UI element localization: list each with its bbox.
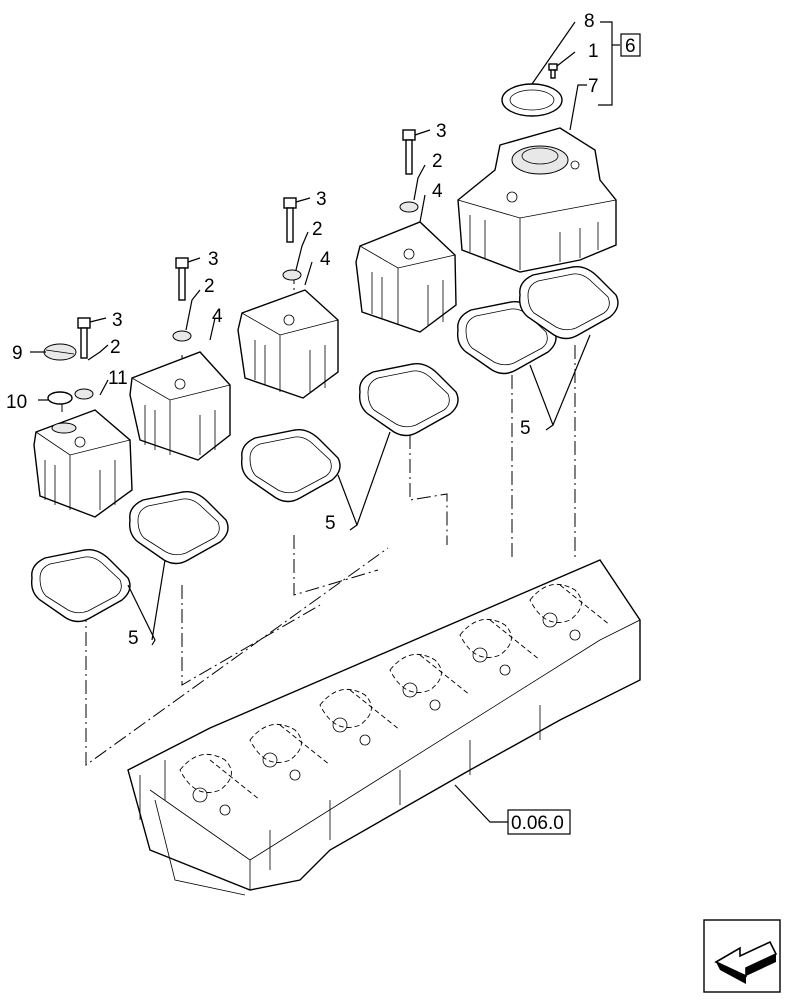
callout-4c: 4 [320,249,331,270]
reference-box[interactable]: 0.06.0 [507,809,571,835]
callout-5c: 5 [520,418,531,439]
gasket-5b [518,266,619,340]
gasket-4 [358,363,459,437]
valve-cover-3 [237,289,339,399]
cylinder-head [127,559,641,896]
callout-3c: 3 [316,189,327,210]
bolt-3 [283,197,297,243]
valve-cover-5-breather [457,127,617,273]
callout-2a: 2 [110,337,121,358]
callouts: 3 2 9 10 11 3 2 4 3 2 4 3 2 4 8 1 7 5 5 … [6,11,599,649]
oil-filler-cap [43,343,77,361]
o-ring [47,391,73,405]
next-page-arrow-icon[interactable] [703,919,781,993]
bolt-1 [77,317,91,359]
valve-cover-4 [355,221,457,333]
callout-2d: 2 [432,151,443,172]
spacer-3 [282,269,302,281]
gasket-2 [128,491,229,565]
bolt-4 [402,129,416,175]
valve-cover-1 [33,409,133,518]
spacer-2 [172,330,192,342]
spacer-1 [74,388,94,400]
callout-1: 1 [588,41,599,62]
callout-9: 9 [12,343,23,364]
callout-2c: 2 [312,219,323,240]
callout-3b: 3 [208,249,219,270]
callout-5a: 5 [128,628,139,649]
spacer-4 [399,201,419,213]
callout-3d: 3 [436,121,447,142]
screw [548,63,558,79]
gasket-3 [240,429,341,503]
callout-8: 8 [584,11,595,32]
callout-3a: 3 [112,310,123,331]
callout-6: 6 [625,36,636,57]
valve-cover-2 [129,351,231,461]
callout-4d: 4 [432,181,443,202]
callout-11: 11 [108,368,128,389]
callout-5b: 5 [325,513,336,534]
callout-10: 10 [6,392,27,413]
leader-lines [30,21,620,823]
kit-callout-6: 6 [620,33,641,57]
callout-7: 7 [588,76,599,97]
callout-2b: 2 [204,276,215,297]
gasket-1 [30,549,131,623]
callout-4b: 4 [212,306,223,327]
bolt-2 [175,257,189,301]
clamp-ring [501,83,563,117]
reference-label: 0.06.0 [511,813,564,834]
